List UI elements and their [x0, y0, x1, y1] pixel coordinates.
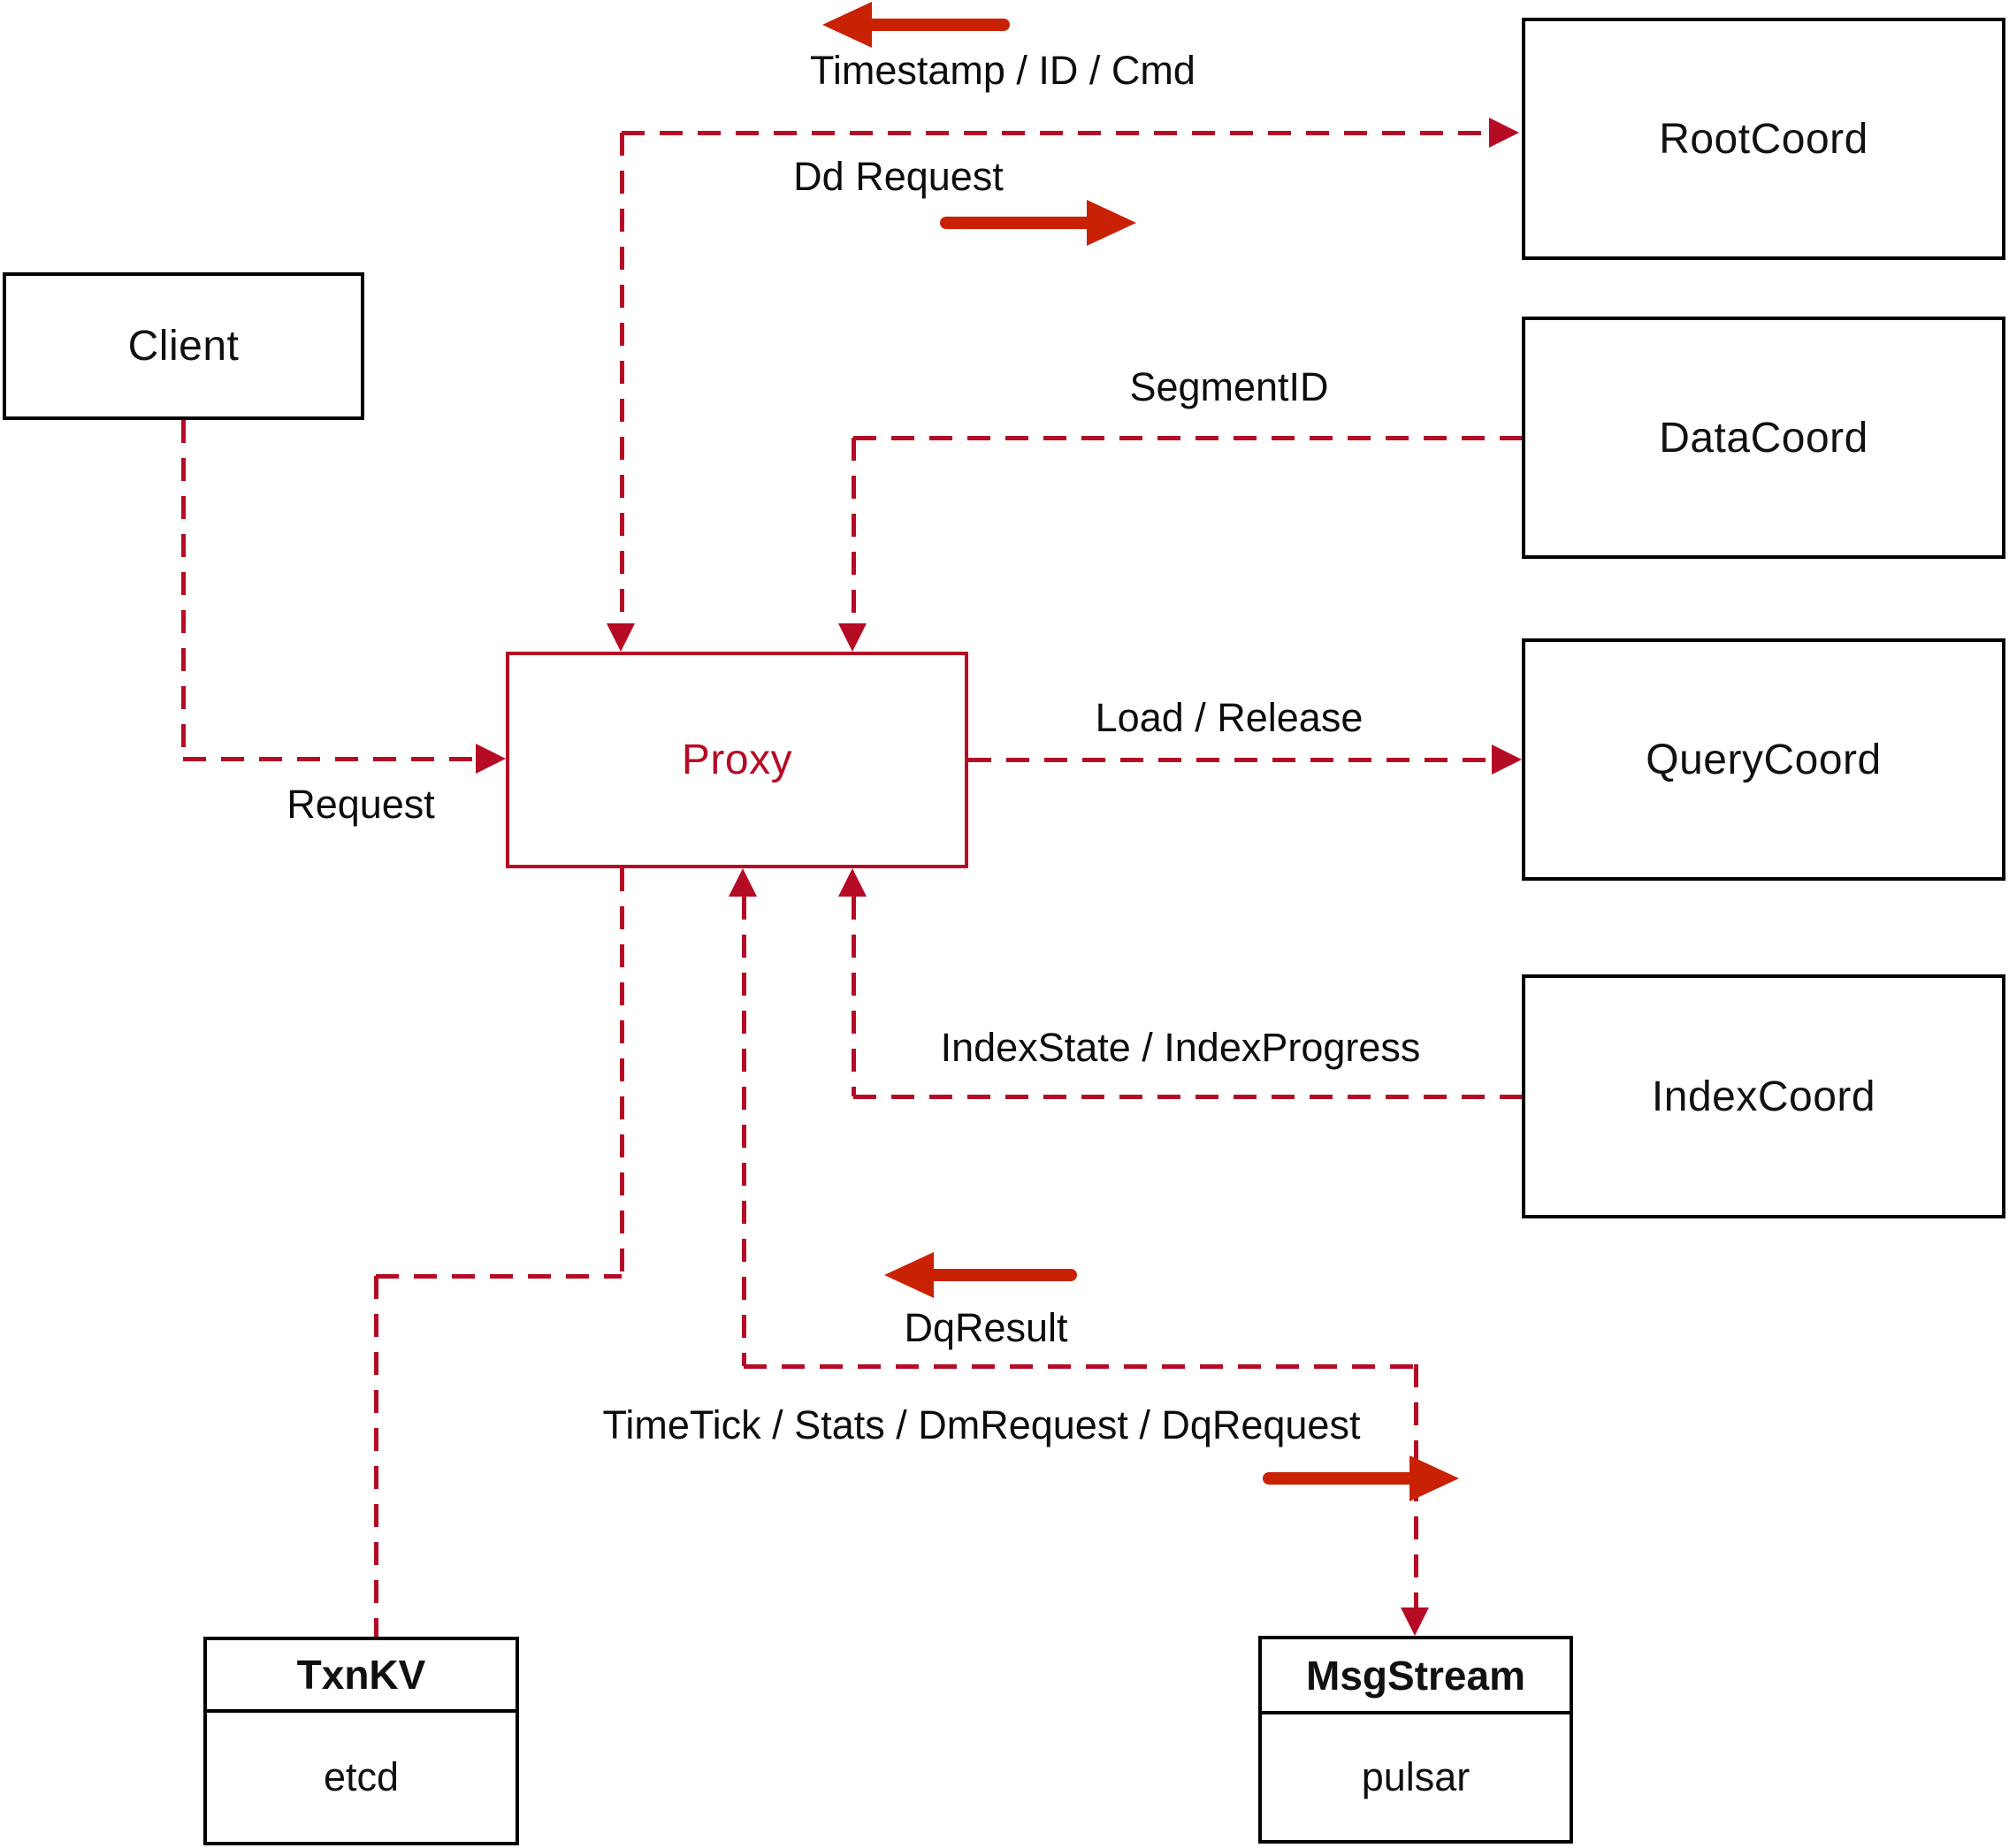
node-proxy-label: Proxy: [681, 737, 793, 783]
edge-datacoord-proxy-horizontal: [853, 436, 1522, 440]
label-time-tick-stats: TimeTick / Stats / DmRequest / DqRequest: [602, 1402, 1361, 1447]
node-client: Client: [3, 272, 364, 420]
arrowhead-into-proxy-bottom-right: [838, 868, 867, 897]
arrowhead-into-proxy-top-left: [607, 623, 635, 652]
node-querycoord: QueryCoord: [1522, 638, 2005, 881]
label-dd-request: Dd Request: [793, 154, 1004, 199]
label-load-release: Load / Release: [1095, 695, 1364, 740]
direction-arrow-left-icon: [822, 2, 1010, 48]
arrowhead-into-proxy-top-right: [838, 623, 867, 652]
label-timestamp-id-cmd: Timestamp / ID / Cmd: [810, 48, 1195, 93]
node-txnkv: TxnKV etcd: [203, 1637, 519, 1845]
node-msgstream: MsgStream pulsar: [1258, 1636, 1573, 1844]
edge-proxy-txnkv-vertical-1: [620, 868, 624, 1274]
node-txnkv-subtitle: etcd: [323, 1754, 400, 1799]
label-request: Request: [286, 782, 435, 827]
node-msgstream-title: MsgStream: [1262, 1639, 1570, 1714]
label-dq-result: DqResult: [904, 1305, 1068, 1350]
node-datacoord-label: DataCoord: [1659, 414, 1868, 462]
edge-indexcoord-proxy-horizontal: [853, 1095, 1522, 1099]
node-rootcoord-label: RootCoord: [1659, 115, 1868, 163]
node-txnkv-title: TxnKV: [207, 1640, 516, 1713]
arrow-head: [884, 1252, 934, 1298]
arrow-head: [822, 2, 872, 48]
arrow-shaft: [940, 217, 1092, 229]
arrow-shaft: [928, 1269, 1077, 1281]
arrowhead-into-proxy-left: [476, 744, 506, 774]
edge-rootcoord-proxy-vertical: [620, 133, 624, 625]
direction-arrow-right-icon: [1263, 1455, 1459, 1501]
arrowhead-into-proxy-bottom-left: [729, 868, 757, 897]
edge-proxy-txnkv-horizontal: [376, 1274, 622, 1279]
edge-proxy-querycoord: [968, 758, 1492, 762]
direction-arrow-right-icon: [940, 200, 1136, 246]
edge-proxy-rootcoord-horizontal: [622, 131, 1492, 135]
node-rootcoord: RootCoord: [1522, 18, 2005, 260]
edge-indexcoord-proxy-vertical: [852, 897, 856, 1096]
edge-proxy-txnkv-vertical-2: [374, 1276, 378, 1637]
arrowhead-into-rootcoord: [1489, 118, 1519, 148]
arrowhead-into-msgstream: [1401, 1607, 1429, 1636]
node-indexcoord-label: IndexCoord: [1651, 1073, 1876, 1120]
node-querycoord-label: QueryCoord: [1646, 736, 1882, 783]
node-datacoord: DataCoord: [1522, 317, 2005, 559]
node-proxy: Proxy: [506, 652, 968, 868]
edge-client-proxy-horizontal: [183, 757, 476, 761]
direction-arrow-left-icon: [884, 1252, 1077, 1298]
edge-datacoord-proxy-vertical: [852, 438, 856, 625]
label-index-state-progress: IndexState / IndexProgress: [940, 1025, 1421, 1070]
edge-proxy-msgstream-horizontal: [744, 1364, 1417, 1369]
edge-proxy-msgstream-vertical-1: [742, 897, 746, 1366]
label-segment-id: SegmentID: [1129, 364, 1329, 409]
edge-client-proxy-vertical: [181, 420, 186, 759]
arrow-shaft: [867, 19, 1010, 31]
node-indexcoord: IndexCoord: [1522, 974, 2005, 1218]
arrow-shaft: [1263, 1472, 1415, 1485]
arrowhead-into-querycoord: [1492, 745, 1522, 775]
arrow-head: [1409, 1455, 1459, 1501]
node-msgstream-subtitle: pulsar: [1361, 1754, 1470, 1799]
node-client-label: Client: [127, 323, 240, 370]
arrow-head: [1087, 200, 1136, 246]
